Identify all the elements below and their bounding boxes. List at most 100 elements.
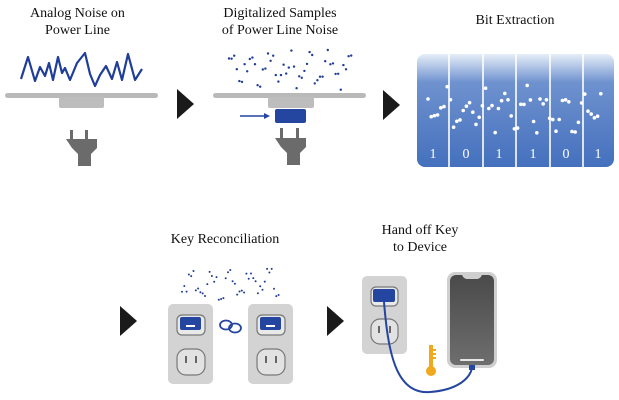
sample-dot — [471, 110, 475, 114]
sample-dot — [277, 294, 280, 296]
sample-dot — [194, 289, 197, 292]
sample-dot — [215, 276, 218, 279]
sample-dot — [238, 290, 241, 293]
sample-dot — [525, 83, 529, 88]
sample-dot — [318, 75, 322, 78]
sample-dot — [263, 280, 266, 283]
sample-dot — [567, 100, 571, 104]
title-line: Key Reconciliation — [170, 232, 280, 247]
sample-dot — [458, 118, 462, 122]
bit-dividers — [448, 54, 584, 167]
sample-dot — [570, 129, 574, 134]
smartphone-icon — [447, 272, 497, 370]
sample-dot — [213, 280, 216, 283]
sample-dot — [451, 125, 456, 129]
sample-dot — [493, 130, 498, 135]
analog-noise-wave — [19, 51, 143, 88]
sample-dot — [236, 293, 239, 296]
sample-dot — [210, 275, 213, 277]
wall-outlet-icon — [168, 304, 213, 384]
sampler-module-icon — [275, 109, 306, 123]
sample-dot — [248, 57, 251, 61]
bit-label: 0 — [563, 147, 570, 162]
sample-dot — [264, 67, 267, 70]
handoff-stage — [362, 272, 497, 394]
sample-dot — [445, 84, 450, 89]
sample-dot — [432, 113, 437, 118]
sample-dot — [256, 292, 259, 295]
power-plug-icon — [275, 128, 306, 165]
analog-stage — [5, 51, 158, 166]
sample-dot — [201, 292, 204, 295]
sample-dot — [217, 298, 220, 301]
sample-dot — [270, 267, 273, 270]
stage-title-reconcile: Key Reconciliation — [150, 231, 300, 248]
sample-dot — [442, 104, 446, 109]
sample-dot — [599, 91, 603, 96]
sample-dot — [253, 62, 257, 66]
sample-dot — [350, 54, 353, 57]
sample-dot — [554, 129, 558, 133]
sample-dot — [190, 275, 193, 278]
sample-dot — [246, 70, 249, 73]
sample-dot — [509, 114, 513, 118]
sample-dot — [266, 52, 270, 55]
sample-dot — [256, 84, 259, 87]
sample-dot — [496, 106, 501, 111]
sample-dot — [576, 120, 581, 125]
stage-title-digital: Digitalized Samples of Power Line Noise — [205, 5, 355, 39]
sample-dot — [467, 100, 472, 105]
sample-dot — [499, 98, 504, 103]
stage-title-handoff: Hand off Key to Device — [350, 222, 490, 256]
sample-dot — [477, 115, 482, 120]
sample-dot — [339, 88, 342, 91]
title-line: to Device — [392, 240, 448, 255]
bit-label: 1 — [530, 147, 537, 162]
sample-dot — [426, 97, 430, 101]
sample-dot — [292, 65, 296, 68]
sample-dot — [275, 295, 278, 298]
sample-dot — [435, 113, 440, 117]
flow-arrow-icon — [177, 89, 194, 119]
chain-link-icon — [219, 319, 242, 334]
sample-dot — [233, 282, 236, 285]
sample-dot — [274, 73, 277, 77]
title-line: Bit Extraction — [475, 13, 555, 28]
sample-dot — [557, 117, 561, 122]
sample-dot — [227, 57, 231, 60]
sample-dot — [290, 49, 293, 52]
stage-title-bits: Bit Extraction — [440, 12, 590, 29]
sample-dot — [204, 295, 206, 297]
flow-arrow-icon — [327, 306, 344, 336]
reconcile-samples-dots — [181, 267, 280, 301]
sample-dot — [563, 98, 568, 102]
sample-dot — [227, 271, 229, 274]
sample-dot — [272, 54, 275, 57]
sample-dot — [551, 117, 555, 122]
sample-dot — [544, 98, 549, 102]
sample-dot — [487, 106, 491, 111]
sample-dot — [298, 75, 301, 78]
sample-dot — [538, 97, 542, 101]
power-plug-icon — [66, 130, 97, 166]
sample-dot — [321, 75, 324, 78]
sample-dot — [461, 108, 466, 113]
sample-dot — [206, 283, 209, 286]
sample-dot — [252, 277, 255, 280]
sample-dot — [197, 287, 200, 290]
sample-dot — [474, 122, 478, 127]
title-line: Power Line — [45, 23, 110, 38]
sample-dot — [222, 297, 225, 300]
sample-dot — [187, 273, 190, 276]
sample-dot — [313, 82, 316, 85]
sample-dot — [311, 53, 314, 57]
sample-dot — [347, 55, 350, 58]
flow-arrow-icon — [383, 90, 400, 120]
sample-dot — [185, 290, 188, 293]
sample-dot — [464, 104, 469, 108]
sample-dot — [324, 60, 327, 63]
sample-dot — [251, 56, 254, 59]
sample-dot — [455, 119, 459, 124]
sample-dot — [259, 85, 262, 88]
sample-dot — [233, 54, 236, 57]
